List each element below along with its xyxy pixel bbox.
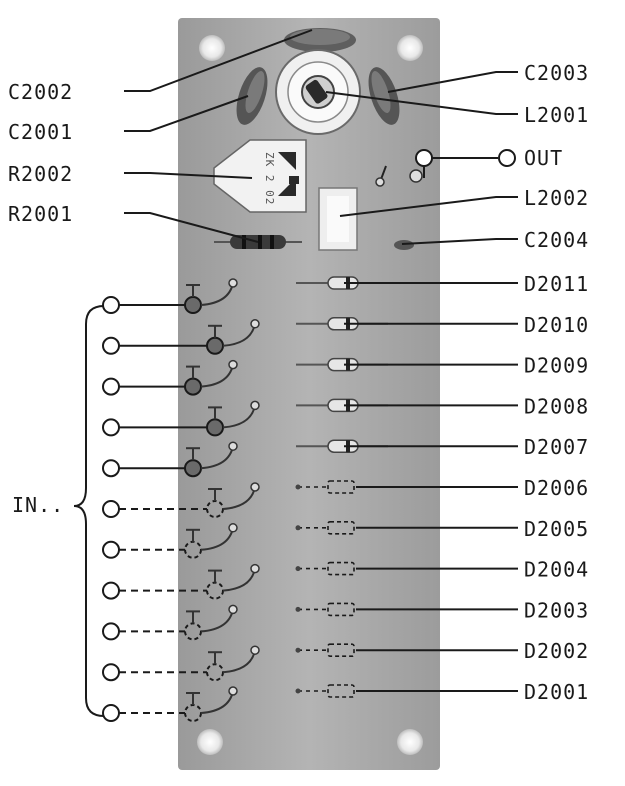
input-row-10 [102, 645, 260, 682]
label-d2011: D2011 [524, 272, 589, 296]
label-d2007: D2007 [524, 435, 589, 459]
label-d2001: D2001 [524, 680, 589, 704]
label-d2005: D2005 [524, 517, 589, 541]
input-pad [184, 296, 202, 314]
input-row-1 [102, 278, 238, 314]
inductor-l2002 [318, 187, 358, 251]
diode-rows: D2011D2010D2009D2008D2007D2006D2005D2004… [295, 272, 589, 704]
label-d2006: D2006 [524, 476, 589, 500]
input-rows [102, 278, 260, 722]
mounting-hole-top-left [199, 35, 225, 61]
mounting-hole-bottom-right [397, 729, 423, 755]
diode-d2006: D2006 [295, 476, 589, 500]
coil-l2001 [275, 49, 361, 135]
input-pad [184, 459, 202, 478]
input-row-11 [102, 686, 238, 722]
output-terminal [415, 149, 516, 178]
diode-d2005: D2005 [295, 517, 589, 541]
input-terminal [102, 418, 120, 437]
label-c2004: C2004 [524, 228, 589, 252]
input-row-9 [102, 604, 238, 641]
leader-l2002 [339, 196, 518, 217]
label-l2002: L2002 [524, 186, 589, 210]
input-row-3 [102, 359, 238, 396]
capacitor-c2002 [284, 28, 356, 52]
capacitor-c2001 [236, 67, 268, 125]
label-c2003: C2003 [524, 61, 589, 85]
diode-d2003: D2003 [295, 598, 589, 622]
input-terminal [102, 336, 120, 355]
input-row-7 [102, 523, 238, 559]
label-d2003: D2003 [524, 598, 589, 622]
input-terminal [102, 581, 120, 600]
label-out: OUT [524, 146, 563, 170]
input-terminal [102, 663, 120, 682]
diode-d2009: D2009 [296, 354, 589, 378]
trimmer-marking: ZK 2 02 [263, 152, 276, 205]
label-d2002: D2002 [524, 639, 589, 663]
input-row-2 [102, 319, 260, 355]
diode-d2007: D2007 [296, 435, 589, 459]
mounting-hole-top-right [397, 35, 423, 61]
leader-r2001 [124, 212, 259, 243]
leader-c2003 [387, 71, 518, 93]
label-d2010: D2010 [524, 313, 589, 337]
trimmer-r2002: ZK 2 02 [213, 139, 307, 213]
label-l2001: L2001 [524, 103, 589, 127]
diode-d2010: D2010 [296, 313, 589, 337]
label-c2001: C2001 [8, 120, 73, 144]
leader-c2002 [124, 29, 313, 92]
input-bracket [73, 305, 105, 717]
input-pad [184, 377, 202, 396]
input-terminal [102, 704, 120, 722]
input-terminal [102, 296, 120, 314]
capacitor-c2004 [394, 240, 414, 250]
diode-d2008: D2008 [296, 394, 589, 418]
label-r2002: R2002 [8, 162, 73, 186]
input-terminal [102, 377, 120, 396]
input-pad [206, 418, 224, 437]
capacitor-c2003 [368, 67, 400, 125]
input-pad [206, 336, 224, 355]
leader-r2002 [124, 172, 253, 179]
input-terminal [102, 540, 120, 559]
leader-c2004 [401, 238, 518, 245]
diode-d2004: D2004 [295, 558, 589, 582]
label-in: IN.. [12, 493, 64, 517]
input-row-6 [102, 482, 260, 518]
input-terminal [102, 622, 120, 641]
label-d2009: D2009 [524, 354, 589, 378]
diode-d2001: D2001 [295, 680, 589, 704]
input-row-5 [102, 441, 238, 478]
input-row-4 [102, 400, 260, 437]
input-terminal [102, 500, 120, 518]
leader-c2001 [124, 95, 249, 132]
label-r2001: R2001 [8, 202, 73, 226]
input-terminal [102, 459, 120, 478]
label-d2004: D2004 [524, 558, 589, 582]
mounting-hole-bottom-left [197, 729, 223, 755]
diode-d2002: D2002 [295, 639, 589, 663]
output-pads [375, 165, 423, 187]
leader-l2001 [325, 91, 518, 115]
input-row-8 [102, 563, 260, 600]
diode-d2011: D2011 [296, 272, 589, 296]
label-d2008: D2008 [524, 394, 589, 418]
label-c2002: C2002 [8, 80, 73, 104]
